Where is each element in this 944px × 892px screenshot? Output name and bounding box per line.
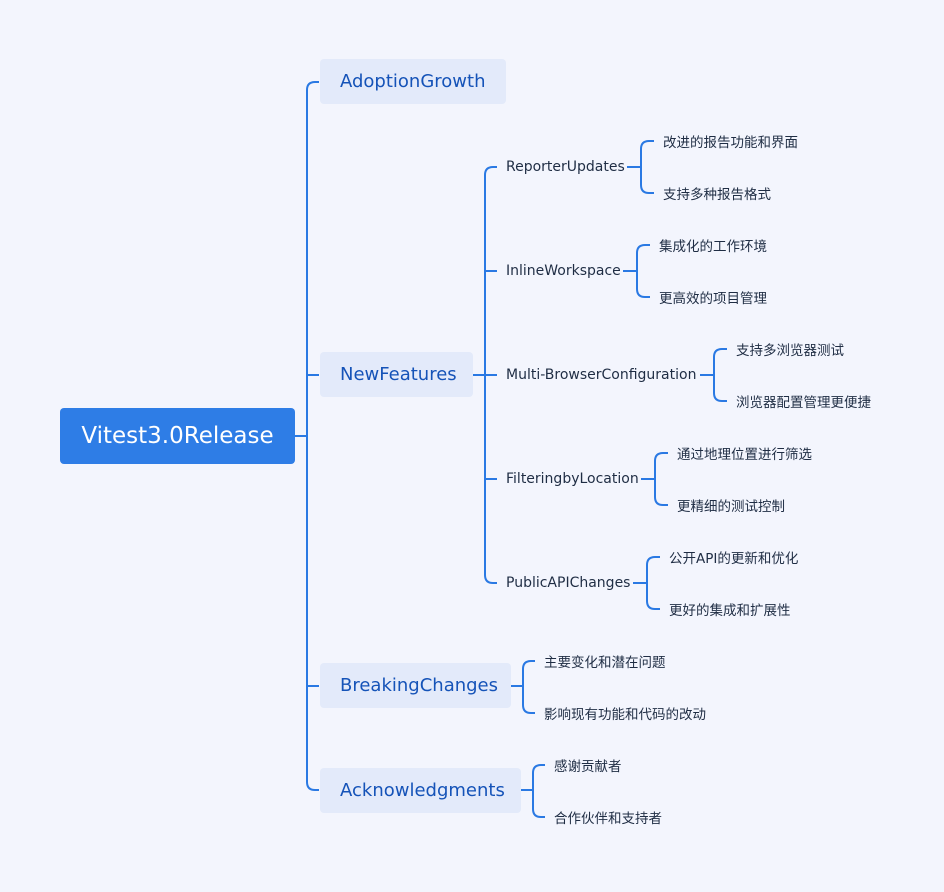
topic-multibrowserconfiguration[interactable]: Multi-BrowserConfiguration <box>506 367 697 383</box>
branch-breakingchanges[interactable]: BreakingChanges <box>320 663 511 708</box>
subtopic-item[interactable]: 感谢贡献者 <box>554 759 622 775</box>
subtopic-item[interactable]: 通过地理位置进行筛选 <box>677 447 812 463</box>
branch-acknowledgments[interactable]: Acknowledgments <box>320 768 521 813</box>
branch-newfeatures[interactable]: NewFeatures <box>320 352 473 397</box>
topic-inlineworkspace[interactable]: InlineWorkspace <box>506 263 621 279</box>
connector-acknowledgments <box>521 764 545 818</box>
connector-reporterupdates <box>627 140 654 194</box>
subtopic-item[interactable]: 更高效的项目管理 <box>659 291 767 307</box>
subtopic-item[interactable]: 主要变化和潜在问题 <box>544 655 666 671</box>
topic-reporterupdates[interactable]: ReporterUpdates <box>506 159 625 175</box>
subtopic-item[interactable]: 支持多种报告格式 <box>663 187 771 203</box>
connector-filtering <box>641 452 668 506</box>
connector-publicapi <box>633 556 660 610</box>
subtopic-item[interactable]: 更精细的测试控制 <box>677 499 785 515</box>
subtopic-item[interactable]: 影响现有功能和代码的改动 <box>544 707 706 723</box>
topic-filteringbylocation[interactable]: FilteringbyLocation <box>506 471 639 487</box>
subtopic-item[interactable]: 浏览器配置管理更便捷 <box>736 395 871 411</box>
branch-adoptiongrowth[interactable]: AdoptionGrowth <box>320 59 506 104</box>
connector-inlineworkspace <box>623 244 650 298</box>
root-node[interactable]: Vitest3.0Release <box>60 408 295 464</box>
connector-multibrowser <box>700 348 727 402</box>
subtopic-item[interactable]: 改进的报告功能和界面 <box>663 135 798 151</box>
connector-newfeatures <box>473 166 497 584</box>
subtopic-item[interactable]: 支持多浏览器测试 <box>736 343 844 359</box>
subtopic-item[interactable]: 公开API的更新和优化 <box>669 551 799 567</box>
topic-publicapichanges[interactable]: PublicAPIChanges <box>506 575 631 591</box>
subtopic-item[interactable]: 合作伙伴和支持者 <box>554 811 662 827</box>
connector-root-branches <box>295 81 319 791</box>
subtopic-item[interactable]: 更好的集成和扩展性 <box>669 603 791 619</box>
connector-breakingchanges <box>511 660 535 714</box>
subtopic-item[interactable]: 集成化的工作环境 <box>659 239 767 255</box>
